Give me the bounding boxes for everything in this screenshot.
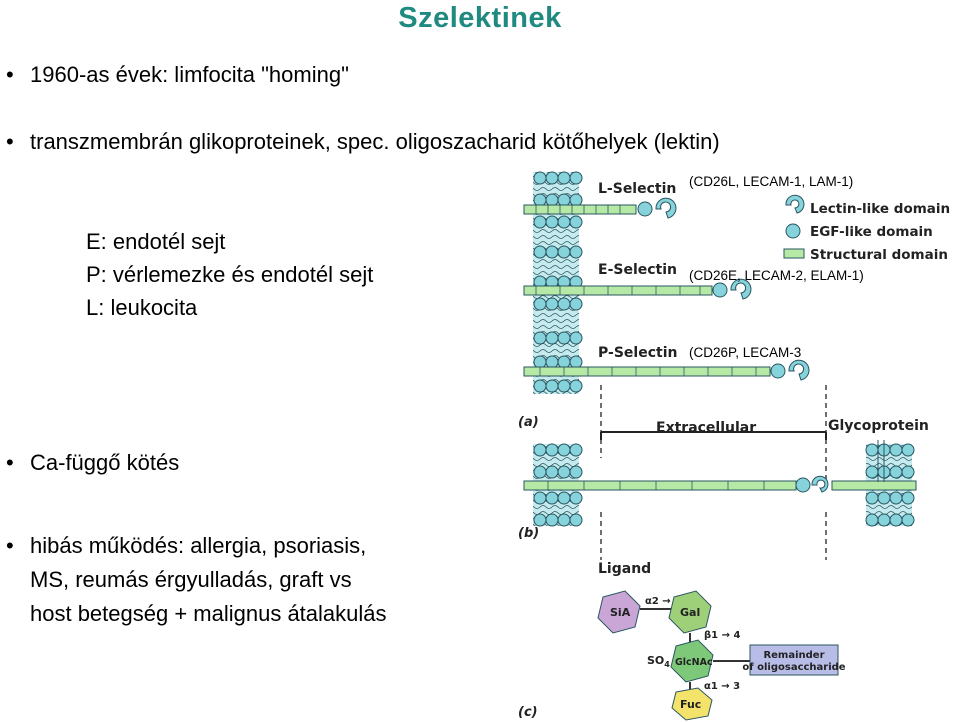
remainder-label-2: of oligosaccharide <box>742 662 845 673</box>
cd-p-annotation: (CD26P, LECAM-3 <box>689 345 802 360</box>
remainder-label-1: Remainder <box>763 650 824 661</box>
e-selectin-label: E-Selectin <box>598 262 677 278</box>
bullet-marker: • <box>6 129 14 154</box>
extracellular-label: Extracellular <box>656 420 756 436</box>
cd-l-annotation: (CD26L, LECAM-1, LAM-1) <box>689 174 854 189</box>
type-e: E: endotél sejt <box>86 229 226 254</box>
panel-b-label: (b) <box>518 526 539 541</box>
structural-domain-icon <box>783 248 805 259</box>
egf-domain-icon <box>785 223 801 239</box>
legend: Lectin-like domain EGF-like domain Struc… <box>783 194 950 263</box>
bullet-transmembrane: transzmembrán glikoproteinek, spec. olig… <box>30 129 720 154</box>
glycoprotein-label: Glycoprotein <box>828 418 929 434</box>
alpha13-label: α1 → 3 <box>704 681 740 692</box>
ligand-structure: SiA α2 → 3 Gal β1 → 4 GlcNAc SO4 Remaind… <box>597 590 846 721</box>
gal-label: Gal <box>680 606 700 619</box>
bullet-homing: 1960-as évek: limfocita "homing" <box>30 62 349 87</box>
ligand-label: Ligand <box>598 561 651 577</box>
bullet-ca: Ca-függő kötés <box>30 450 180 475</box>
alpha23-label: α2 → 3 <box>645 596 681 607</box>
panel-c-label: (c) <box>518 705 538 720</box>
bullet-marker: • <box>6 450 14 475</box>
p-selectin-molecule <box>523 359 810 381</box>
bullet-marker: • <box>6 533 14 558</box>
p-selectin-label: P-Selectin <box>598 345 677 361</box>
type-l: L: leukocita <box>86 295 198 320</box>
l-selectin-molecule <box>523 197 677 219</box>
lectin-domain-icon <box>785 194 805 214</box>
glcnac-label: GlcNAc <box>675 657 713 668</box>
e-selectin-molecule <box>523 278 752 300</box>
bullet-malfunction-3: host betegség + malignus átalakulás <box>30 601 387 626</box>
extracellular-bracket <box>600 431 827 440</box>
legend-lectin: Lectin-like domain <box>810 201 950 217</box>
type-p: P: vérlemezke és endotél sejt <box>86 262 374 287</box>
cd-e-annotation: (CD26E, LECAM-2, ELAM-1) <box>689 268 864 283</box>
bullet-malfunction-1: hibás működés: allergia, psoriasis, <box>30 533 367 558</box>
bullet-malfunction-2: MS, reumás érgyulladás, graft vs <box>30 567 352 592</box>
page-title: Szelektinek <box>398 2 562 34</box>
bullet-marker: • <box>6 62 14 87</box>
beta14-label: β1 → 4 <box>704 630 740 641</box>
sia-label: SiA <box>610 606 631 619</box>
l-selectin-label: L-Selectin <box>598 181 676 197</box>
fuc-label: Fuc <box>680 698 701 711</box>
so4-label: SO4 <box>647 654 670 669</box>
legend-egf: EGF-like domain <box>810 224 933 240</box>
bound-selectin <box>523 440 917 493</box>
dashed-guides <box>600 385 827 560</box>
legend-structural: Structural domain <box>810 247 948 263</box>
panel-a-label: (a) <box>518 415 539 430</box>
